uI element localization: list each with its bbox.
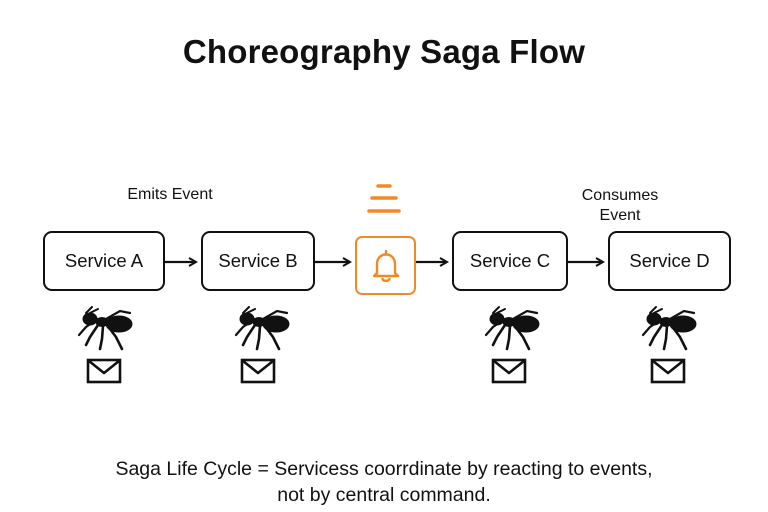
diagram-title: Choreography Saga Flow	[182, 33, 586, 70]
service-b-label: Service B	[218, 250, 298, 271]
service-b-box[interactable]: Service B	[201, 231, 315, 291]
service-c-box[interactable]: Service C	[452, 231, 568, 291]
ant-icon	[484, 306, 540, 351]
emits-event-label: Emits Event	[127, 186, 213, 203]
ant-icon	[77, 306, 133, 351]
signal-lines-icon	[367, 184, 401, 213]
footer-caption: Saga Life Cycle = Servicess coorrdinate …	[0, 456, 768, 508]
bell-icon	[372, 249, 399, 282]
consumes-label-line2: Event	[599, 207, 641, 224]
consumes-event-label: Consumes Event	[560, 186, 680, 226]
event-bus-bell-box[interactable]	[355, 236, 416, 295]
envelope-icon	[240, 358, 276, 384]
service-d-box[interactable]: Service D	[608, 231, 731, 291]
consumes-label-line1: Consumes	[581, 187, 659, 204]
envelope-icon	[86, 358, 122, 384]
service-a-label: Service A	[64, 250, 144, 271]
footer-line-1: Saga Life Cycle = Servicess coorrdinate …	[115, 458, 653, 480]
service-c-label: Service C	[469, 250, 551, 271]
envelope-icon	[650, 358, 686, 384]
footer-line-2: not by central command.	[277, 484, 491, 506]
service-d-label: Service D	[629, 250, 710, 271]
ant-icon	[234, 306, 290, 351]
service-a-box[interactable]: Service A	[43, 231, 165, 291]
envelope-icon	[491, 358, 527, 384]
ant-icon	[641, 306, 697, 351]
